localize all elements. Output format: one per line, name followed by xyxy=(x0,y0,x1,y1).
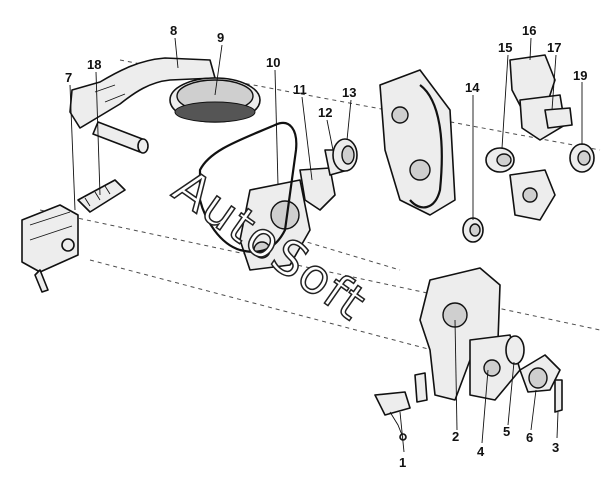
part-11-bracket xyxy=(299,167,336,211)
callout-6: 6 xyxy=(526,430,533,445)
part-17-sensor xyxy=(544,107,573,129)
callout-9: 9 xyxy=(217,30,224,45)
part-1-sender-unit xyxy=(374,391,411,441)
part-15-bushing xyxy=(485,147,515,173)
callout-19: 19 xyxy=(573,68,587,83)
part-2-thermostat-housing xyxy=(419,267,501,401)
callout-16: 16 xyxy=(522,23,536,38)
part-3-clip xyxy=(554,379,563,413)
part-6-temperature-sensor xyxy=(519,354,561,393)
part-5-gasket xyxy=(505,335,525,365)
callout-leaders xyxy=(69,37,583,453)
part-7-air-cleaner-cover xyxy=(21,204,79,293)
callout-11: 11 xyxy=(293,82,307,97)
callout-numbers: 8 9 18 7 10 11 12 13 14 15 16 17 19 1 2 … xyxy=(65,23,587,470)
callout-5: 5 xyxy=(503,424,510,439)
callout-2: 2 xyxy=(452,429,459,444)
connector-pipe xyxy=(92,121,149,154)
callout-4: 4 xyxy=(477,444,485,459)
part-16-sensor-bracket xyxy=(509,54,566,141)
callout-3: 3 xyxy=(552,440,559,455)
pump-housing xyxy=(509,169,556,221)
part-9-air-filter-housing xyxy=(169,77,261,123)
callout-13: 13 xyxy=(342,85,356,100)
callout-12: 12 xyxy=(318,105,332,120)
callout-7: 7 xyxy=(65,70,72,85)
part-14-small-gear xyxy=(462,217,484,243)
part-10-throttle-body xyxy=(239,179,311,271)
part-18-hose xyxy=(77,179,126,213)
drive-belt xyxy=(198,122,298,253)
small-bracket xyxy=(414,372,428,403)
part-19-toothed-ring xyxy=(569,143,595,173)
callout-15: 15 xyxy=(498,40,512,55)
callout-14: 14 xyxy=(465,80,480,95)
timing-cover-and-belt xyxy=(379,69,456,216)
callout-18: 18 xyxy=(87,57,101,72)
callout-10: 10 xyxy=(266,55,280,70)
callout-8: 8 xyxy=(170,23,177,38)
part-13-pulley xyxy=(332,138,358,172)
callout-1: 1 xyxy=(399,455,406,470)
watermark-text: AutoSoft xyxy=(163,159,377,332)
callout-17: 17 xyxy=(547,40,561,55)
